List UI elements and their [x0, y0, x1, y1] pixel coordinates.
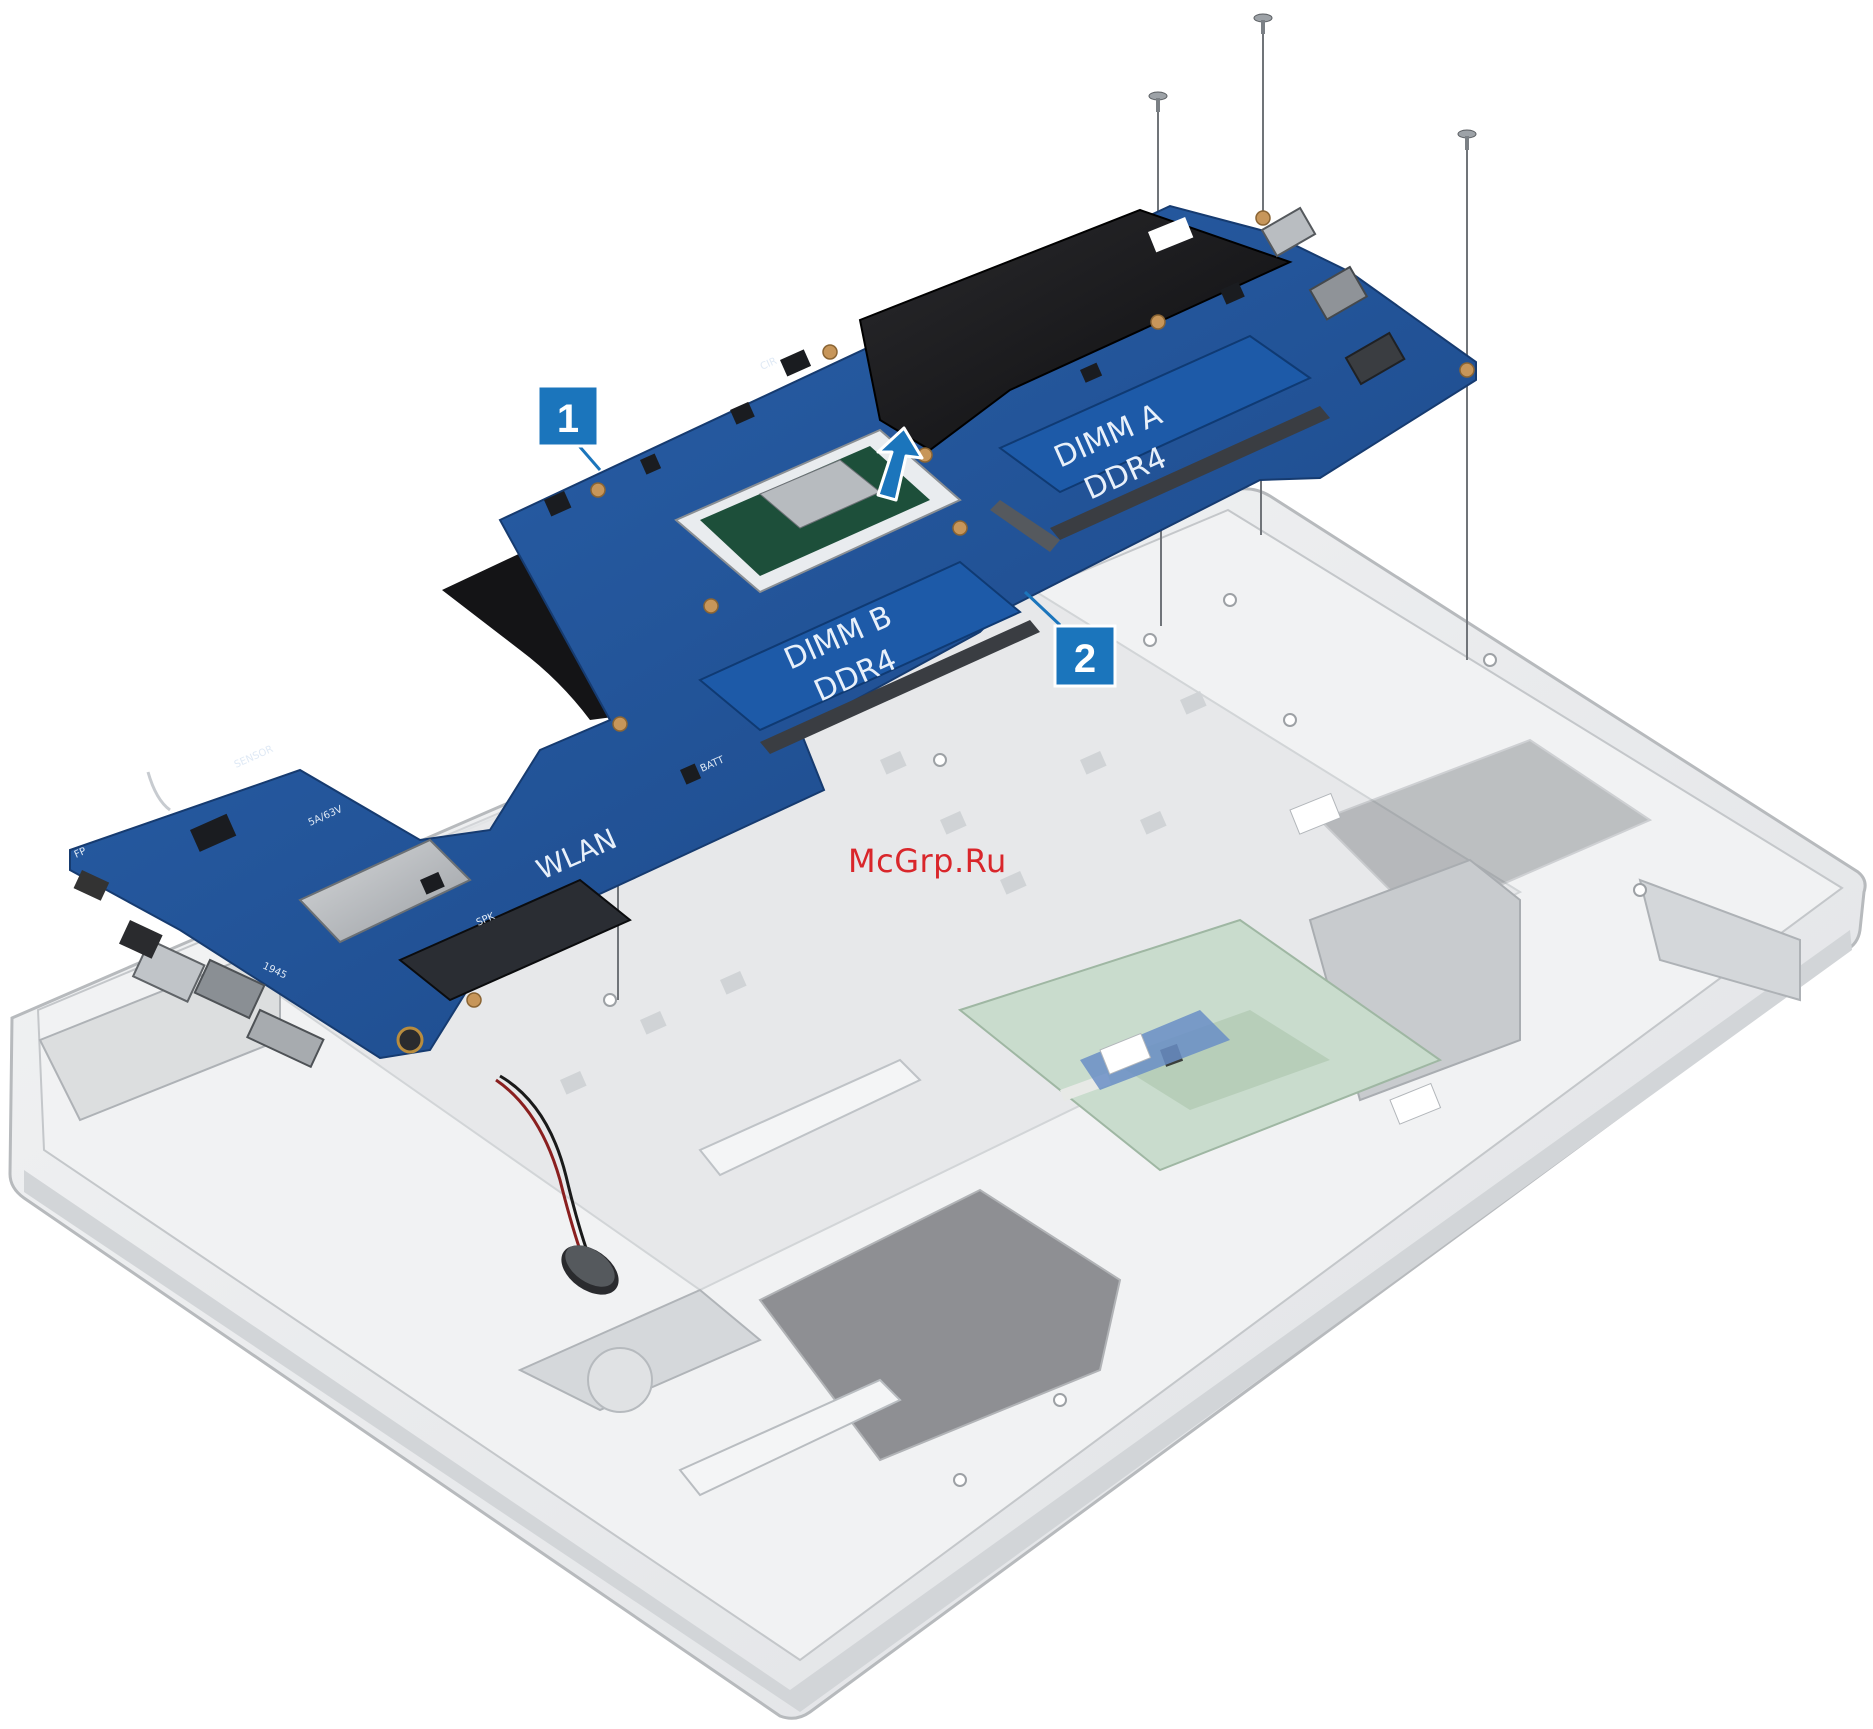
antenna-wire — [148, 772, 170, 810]
ir-label: CIR — [759, 356, 779, 373]
screw-icon — [1254, 14, 1272, 34]
callout-1: 1 — [538, 386, 600, 470]
watermark-text: McGrp.Ru — [848, 842, 1007, 880]
callout-2-number: 2 — [1074, 637, 1096, 681]
screw-icon — [1458, 130, 1476, 150]
speaker-round-cutout — [588, 1348, 652, 1412]
sensor-label: SENSOR — [233, 744, 275, 771]
audio-jack — [398, 1028, 422, 1052]
callout-1-number: 1 — [557, 397, 579, 441]
screw-icon — [1149, 92, 1167, 112]
